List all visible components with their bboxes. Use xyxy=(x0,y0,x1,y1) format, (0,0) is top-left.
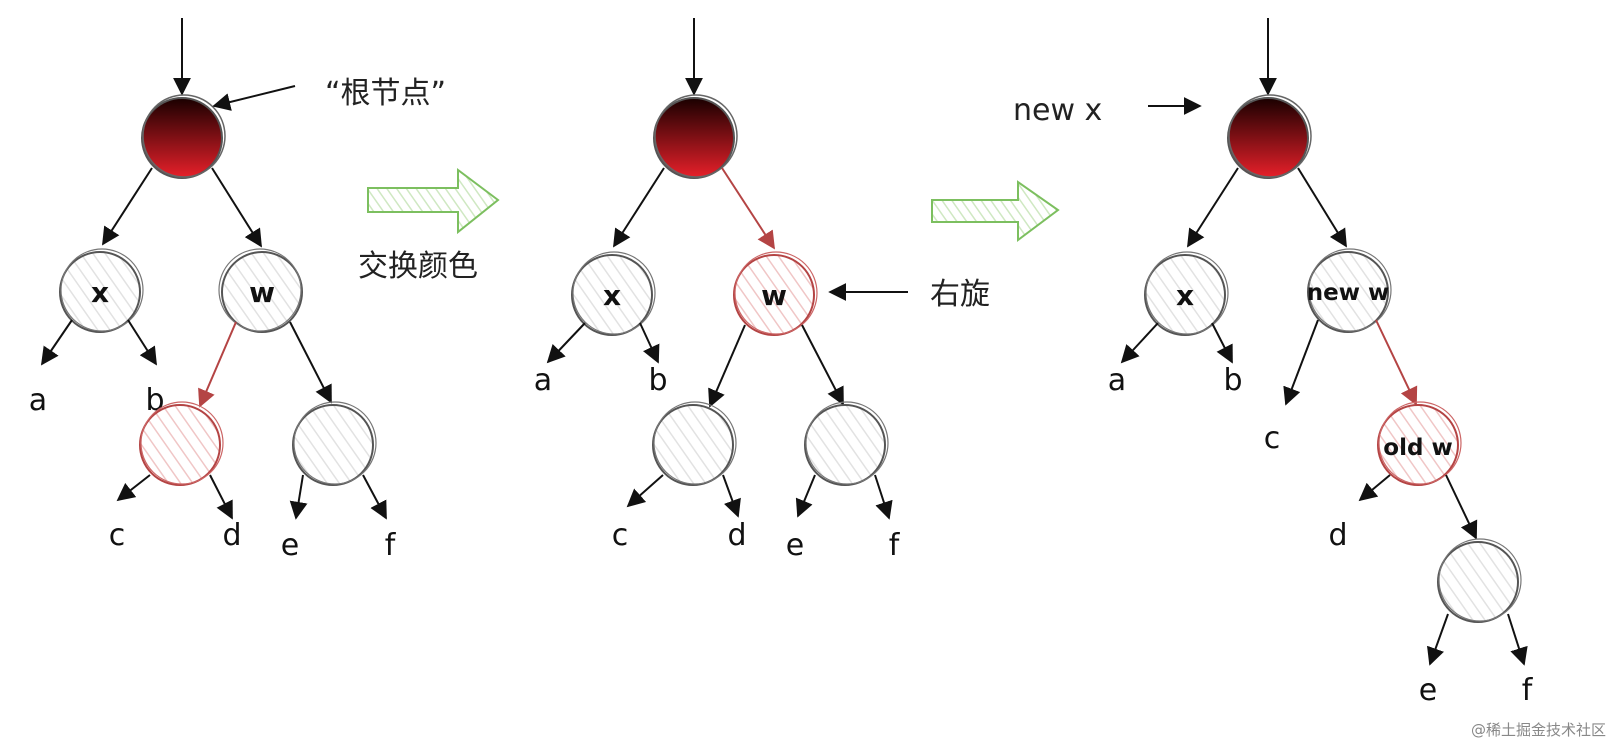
transition-arrow-2 xyxy=(931,180,1060,242)
edge xyxy=(102,167,153,246)
leaf-d: d xyxy=(727,518,746,553)
leaf-c: c xyxy=(612,518,629,553)
leaf-d: d xyxy=(222,518,241,553)
node-x-label: x xyxy=(91,276,109,309)
node-child-left xyxy=(652,401,737,486)
edge xyxy=(1187,167,1239,248)
leaf-f: f xyxy=(385,528,397,563)
edge xyxy=(1211,322,1233,364)
leaf-e: e xyxy=(1419,673,1437,708)
node-w-label: w xyxy=(249,276,275,309)
edge xyxy=(1445,474,1478,540)
red-edge xyxy=(721,167,775,250)
edge xyxy=(1297,167,1347,248)
edge xyxy=(1427,613,1449,666)
leaf-c: c xyxy=(1264,421,1281,456)
edge xyxy=(795,474,816,518)
node-x: x xyxy=(1144,251,1229,336)
edge xyxy=(362,474,387,520)
panel-2: x w 右旋 a b c d e f xyxy=(534,18,990,563)
edge xyxy=(626,474,664,508)
node-w-label: w xyxy=(761,279,787,312)
panel-3: new x x new w a b c old w xyxy=(1013,18,1534,708)
edge xyxy=(722,474,741,518)
gray-child-node xyxy=(292,401,377,486)
leaf-e: e xyxy=(281,528,299,563)
node-w-red: w xyxy=(733,251,818,336)
red-edge xyxy=(198,321,237,408)
leaf-f: f xyxy=(1522,673,1534,708)
leaf-d: d xyxy=(1328,518,1347,553)
node-new-w-label: new w xyxy=(1307,280,1389,306)
leaf-f: f xyxy=(889,528,901,563)
leaf-a: a xyxy=(534,363,552,398)
watermark: @稀土掘金技术社区 xyxy=(1471,721,1606,739)
node-new-w: new w xyxy=(1307,248,1392,333)
edge xyxy=(639,322,660,364)
panel-1: “根节点” x w a b c d xyxy=(29,18,446,563)
edge xyxy=(289,321,332,404)
rotate-right-label: 右旋 xyxy=(930,277,990,312)
red-edge xyxy=(1375,319,1418,406)
node-old-w: old w xyxy=(1377,401,1462,486)
edge xyxy=(116,474,151,502)
edge xyxy=(211,167,262,248)
edge xyxy=(801,324,844,406)
edge xyxy=(209,474,233,520)
leaf-a: a xyxy=(1108,363,1126,398)
node-x-label: x xyxy=(1176,279,1194,312)
transition-arrow-1: 交换颜色 xyxy=(358,168,500,284)
leaf-c: c xyxy=(109,518,126,553)
node-child-right xyxy=(804,401,889,486)
node-w: w xyxy=(218,248,303,333)
root-note-arrow xyxy=(212,85,296,111)
edge xyxy=(613,167,665,248)
root-note-label: “根节点” xyxy=(325,76,446,111)
node-bottom xyxy=(1437,538,1522,623)
edge xyxy=(127,319,157,366)
node-x: x xyxy=(571,251,656,336)
root-node xyxy=(141,94,226,179)
edge xyxy=(1507,613,1528,666)
leaf-e: e xyxy=(786,528,804,563)
root-node xyxy=(653,94,738,179)
node-old-w-label: old w xyxy=(1383,435,1452,461)
root-node xyxy=(1227,94,1312,179)
leaf-b: b xyxy=(648,363,667,398)
edge xyxy=(40,319,73,366)
leaf-b: b xyxy=(145,383,164,418)
edge xyxy=(1120,322,1159,364)
node-x-label: x xyxy=(603,279,621,312)
edge xyxy=(1283,319,1319,406)
leaf-a: a xyxy=(29,383,47,418)
edge xyxy=(708,324,746,408)
leaf-b: b xyxy=(1223,363,1242,398)
node-x: x xyxy=(59,248,144,333)
red-child-node xyxy=(139,401,224,486)
edge xyxy=(546,322,586,364)
new-x-label: new x xyxy=(1013,93,1102,128)
edge xyxy=(289,474,308,520)
edge xyxy=(874,474,893,520)
swap-colors-label: 交换颜色 xyxy=(358,249,478,284)
edge xyxy=(1358,474,1391,502)
